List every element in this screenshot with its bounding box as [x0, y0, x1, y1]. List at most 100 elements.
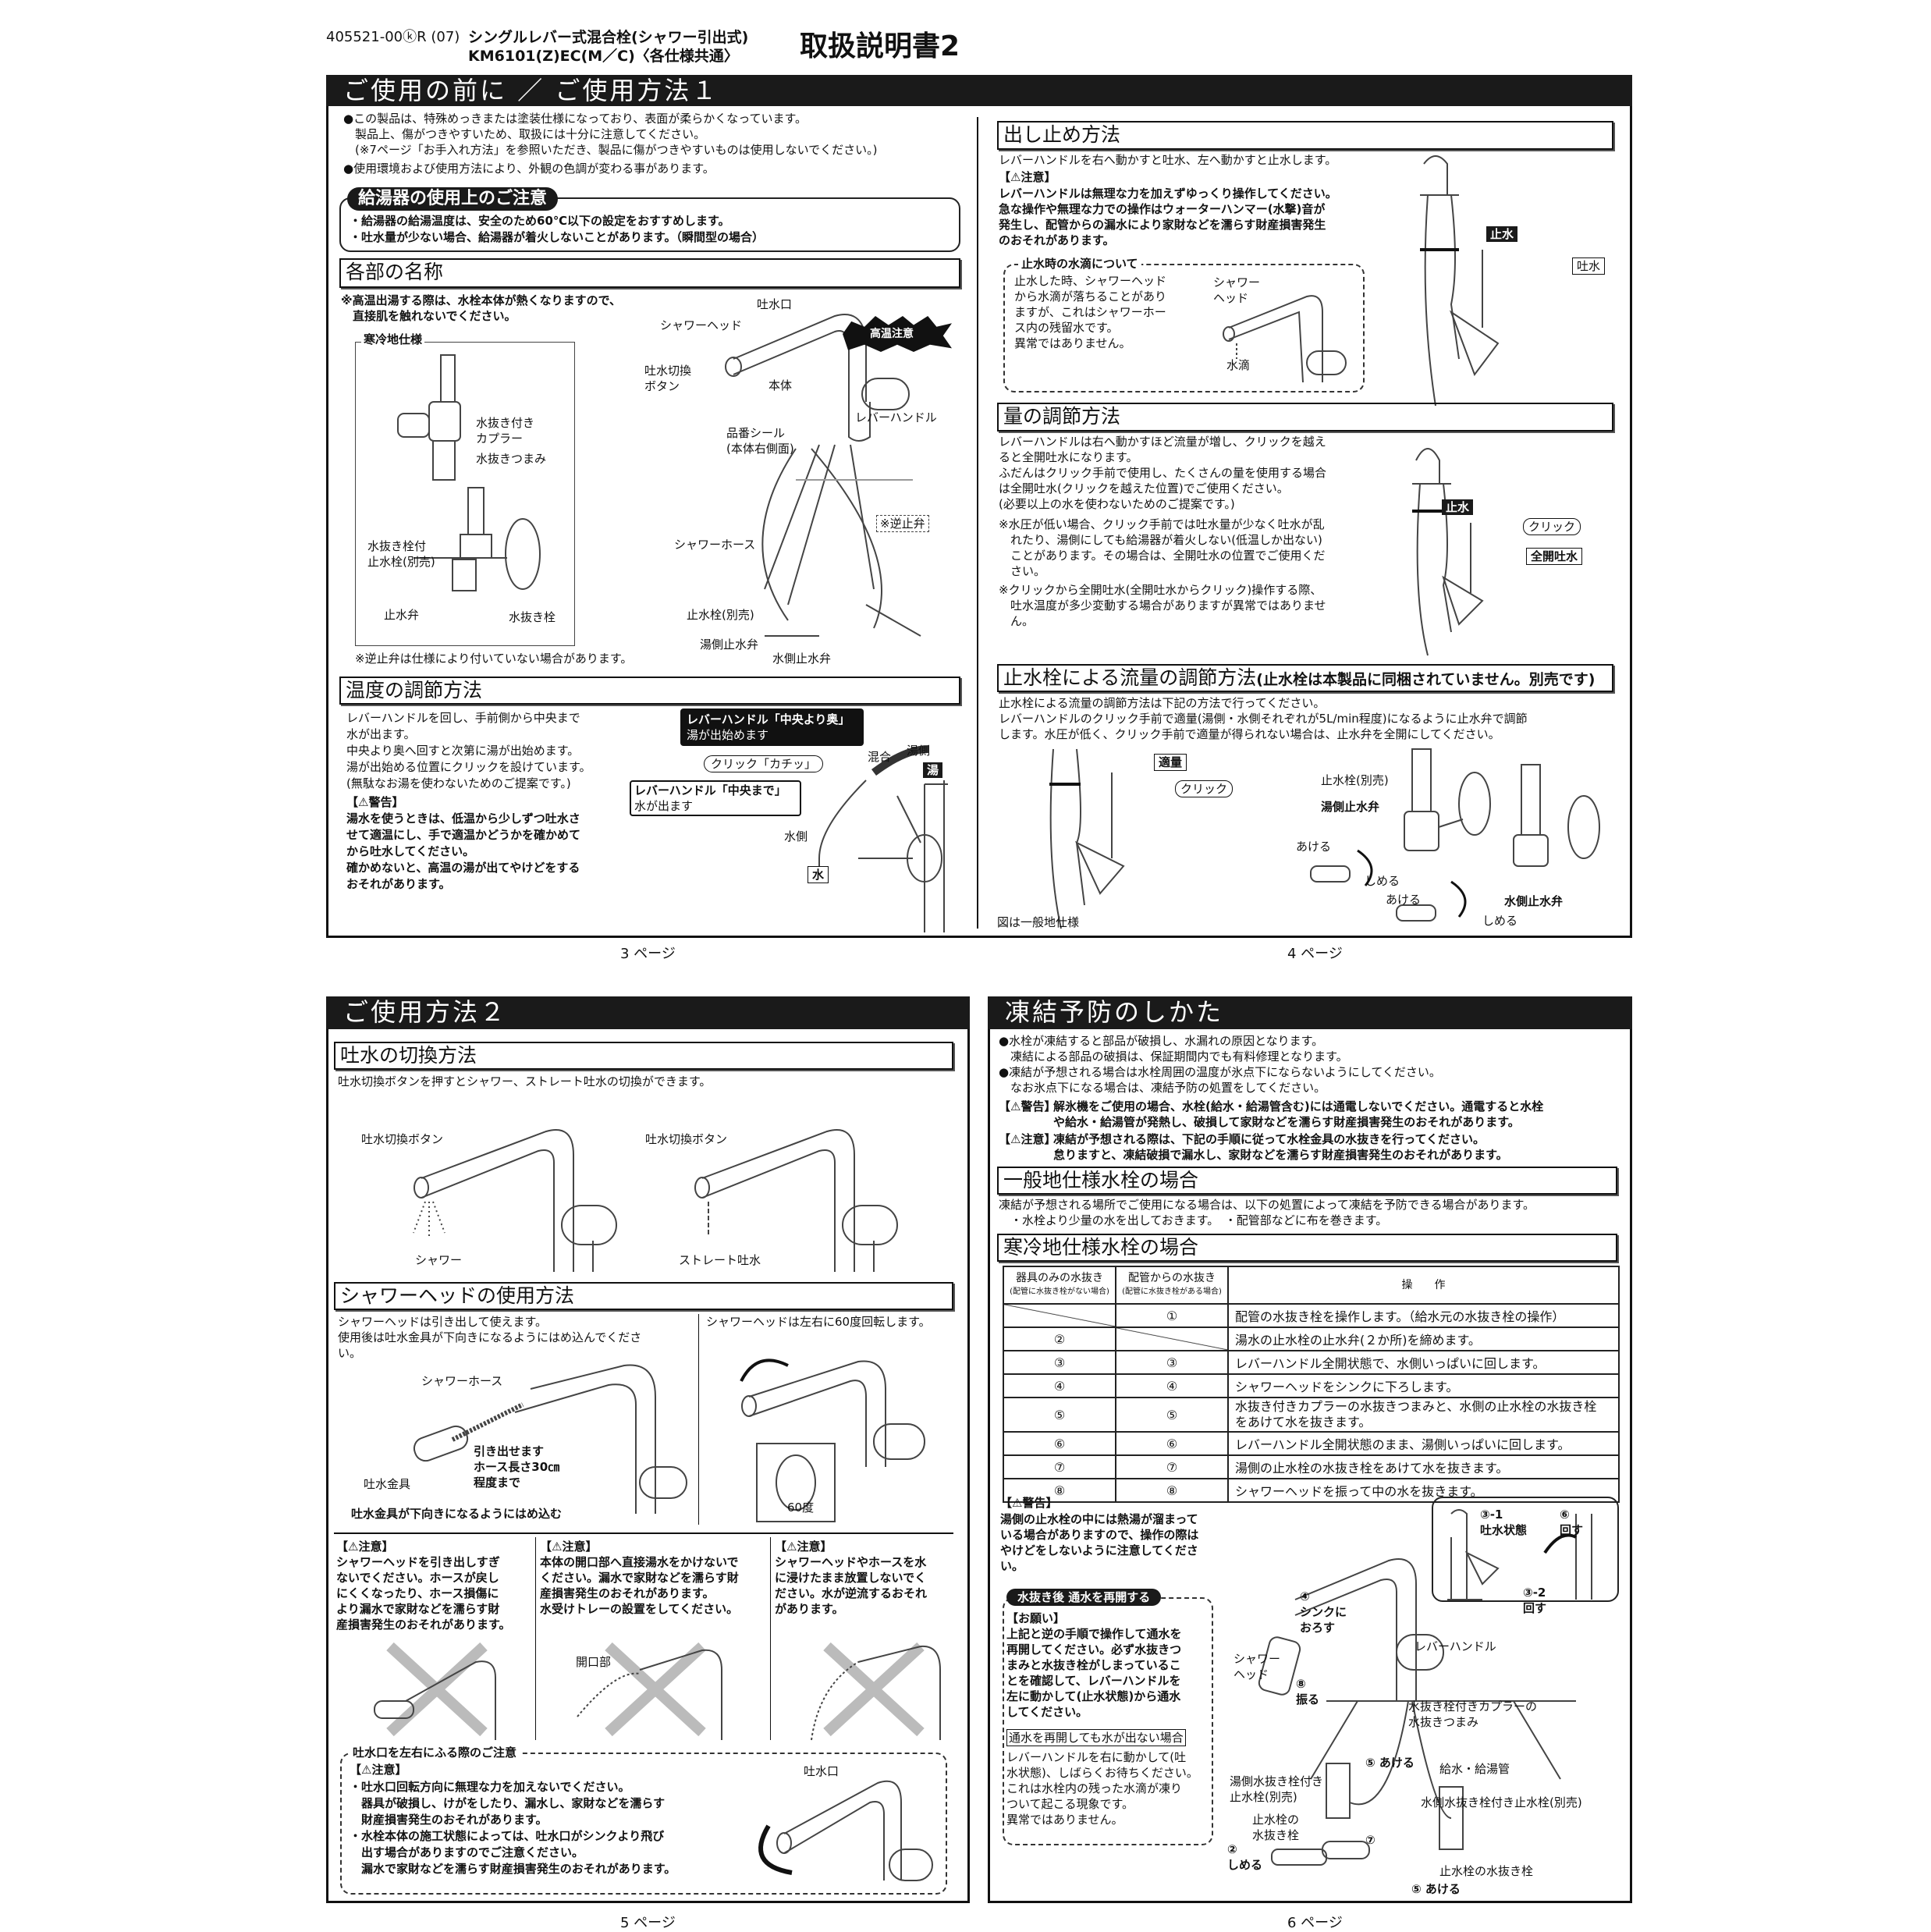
caution-pull-text: シャワーヘッドを引き出しすぎ ないでください。ホースが戻し にくくなったり、ホー… — [336, 1555, 511, 1632]
lever-detail-box — [1432, 1497, 1619, 1602]
caution-column-divider — [770, 1537, 771, 1740]
intro-bullet-1: ●この製品は、特殊めっきまたは塗装仕様になっており、表面が柔らかくなっています。… — [343, 112, 878, 157]
label-check-valve: ※逆止弁 — [876, 515, 929, 532]
cell-fixture-only: ⑧ — [1003, 1478, 1116, 1503]
cell-operation: レバーハンドル全開状態で、水側いっぱいに回します。 — [1227, 1350, 1620, 1375]
cell-fixture-only: ⑦ — [1003, 1454, 1116, 1479]
cell-from-pipe: ⑧ — [1115, 1478, 1229, 1503]
cell-operation: シャワーヘッドを振って中の水を抜きます。 — [1227, 1478, 1620, 1503]
caution-opening-text: 本体の開口部へ直接湯水をかけないで ください。漏水で家財などを濡らす財 産損害発… — [540, 1555, 739, 1616]
step-3-2-label: ③-2 回す — [1523, 1586, 1547, 1615]
no-water-text: レバーハンドルを右に動かして(吐 水状態)、しばらくお待ちください。 これは水栓… — [1006, 1750, 1198, 1827]
straight-mode-label: ストレート吐水 — [679, 1253, 761, 1267]
check-valve-footnote: ※逆止弁は仕様により付いていない場合があります。 — [355, 652, 633, 666]
cell-from-pipe — [1115, 1326, 1229, 1351]
caution-label: 【⚠注意】 — [775, 1540, 832, 1554]
flow-faucet-illustration — [1412, 448, 1484, 656]
valve-close-label: しめる — [1365, 874, 1400, 888]
column-divider — [698, 1314, 699, 1525]
caution-divider — [334, 1532, 953, 1534]
callout-click: クリック「カチッ」 — [704, 755, 824, 772]
cell-fixture-only: ② — [1003, 1326, 1116, 1351]
cell-from-pipe: ① — [1115, 1303, 1229, 1328]
cold-spec-illustration — [397, 354, 541, 591]
resume-water-title: 水抜き後 通水を再開する — [1006, 1589, 1162, 1606]
step-5-open-label: ⑤ あける — [1365, 1756, 1415, 1770]
cell-fixture-only: ③ — [1003, 1350, 1116, 1375]
col-header: 配管からの水抜き — [1128, 1272, 1216, 1284]
label-body: 本体 — [768, 378, 793, 392]
shower-head-text-right: シャワーヘッドは左右に60度回転します。 — [706, 1315, 931, 1329]
page-3-title: ご使用の前に ／ ご使用方法１ — [343, 76, 719, 105]
label-stop-valve: 止水弁 — [384, 608, 420, 622]
stop-valve-illustration — [1310, 748, 1600, 922]
swing-caution-title: 吐水口を左右にふる際のご注意 — [350, 1745, 520, 1760]
label-cold: 水 — [808, 866, 829, 883]
cell-operation: シャワーヘッドをシンクに下ろします。 — [1227, 1373, 1620, 1398]
page-5-title: ご使用方法２ — [343, 997, 508, 1027]
freeze-warning-text: 解氷機をご使用の場合、水栓(給水・給湯管含む)には通電しないでください。通電する… — [1053, 1099, 1544, 1129]
flow-stop-label: 止水 — [1442, 499, 1474, 515]
rotation-illustration — [740, 1358, 925, 1522]
step-3-1-label: ③-1 吐水状態 — [1480, 1508, 1528, 1537]
hot-surface-note: ※高温出湯する際は、水栓本体が熱くなりますので、 直接肌を触れないでください。 — [341, 293, 621, 323]
valve-faucet-illustration — [1049, 748, 1125, 929]
flow-full-label: 全開吐水 — [1526, 548, 1583, 565]
lever-label: レバーハンドル — [1415, 1639, 1496, 1653]
col-header: 操 作 — [1227, 1266, 1620, 1305]
callout-center-title: レバーハンドル「中央まで」 — [634, 783, 786, 797]
do-not-pull-illustration — [374, 1642, 496, 1740]
label-spout: 吐水口 — [757, 297, 793, 311]
page-5-title-bar: ご使用方法２ — [326, 996, 970, 1029]
shower-head-text-left: シャワーヘッドは引き出して使えます。 使用後は吐水金具が下向きになるようにはめ込… — [338, 1315, 642, 1360]
lever-rotation-illustration — [818, 745, 948, 932]
valve-cold-valve-label: 水側止水弁 — [1504, 894, 1564, 908]
label-cold-side: 水側 — [784, 829, 808, 843]
page-6-title: 凍結予防のしかた — [1005, 997, 1224, 1027]
label-lever: レバーハンドル — [855, 410, 937, 424]
switch-button-label: 吐水切換ボタン — [645, 1132, 728, 1146]
drip-head-label: シャワー ヘッド — [1213, 275, 1261, 305]
callout-back-text: 湯が出始めます — [687, 728, 769, 742]
pull-out-illustration — [413, 1364, 687, 1514]
section-title-on-off: 出し止め方法 — [997, 121, 1613, 150]
flow-note-2: ※クリックから全開吐水(全開吐水からクリック)操作する際、 吐水温度が多少変動す… — [999, 583, 1326, 628]
section-title-switch: 吐水の切換方法 — [334, 1042, 953, 1070]
shower-head-label: シャワー ヘッド — [1233, 1652, 1281, 1682]
supply-pipe-label: 給水・給湯管 — [1439, 1762, 1510, 1776]
cell-operation: 湯側の止水栓の水抜き栓をあけて水を抜きます。 — [1227, 1454, 1620, 1479]
section-title-parts: 各部の名称 — [339, 258, 960, 288]
col-header: 器具のみの水抜き — [1016, 1272, 1103, 1284]
step-6-label: ⑥ 回す — [1560, 1508, 1584, 1537]
valve-stop-valve-label: 止水栓(別売) — [1321, 773, 1389, 787]
proper-amount-label: 適量 — [1154, 754, 1187, 771]
freeze-caution-text: 凍結が予想される際は、下記の手順に従って水栓金具の水抜きを行ってください。 怠り… — [1053, 1132, 1508, 1162]
page-divider — [977, 117, 978, 929]
cold-spec-title: 寒冷地仕様 — [361, 332, 425, 347]
discharge-label: 吐水 — [1572, 257, 1606, 275]
temperature-warning-text: 湯水を使うときは、低温から少しずつ吐水さ せて適温にし、手で適温かどうかを確かめ… — [346, 812, 581, 891]
drip-note-title: 止水時の水滴について — [1018, 256, 1141, 272]
section-title-shower-head: シャワーヘッドの使用方法 — [334, 1282, 953, 1310]
doc-code: 405521-00ⓚR (07) — [326, 29, 460, 45]
cold-spec-box — [355, 342, 575, 646]
table-header-row: 器具のみの水抜き(配管に水抜き栓がない場合) 配管からの水抜き(配管に水抜き栓が… — [1003, 1266, 1620, 1305]
cell-fixture-only: ⑥ — [1003, 1431, 1116, 1456]
col-header-note: (配管に水抜き栓がある場合) — [1122, 1287, 1222, 1296]
swing-caution-text: ・吐水口回転方向に無理な力を加えないでください。 器具が破損し、けがをしたり、漏… — [350, 1780, 676, 1876]
cell-from-pipe: ③ — [1115, 1350, 1229, 1375]
drip-label: 水滴 — [1226, 358, 1251, 372]
resume-request-text: 上記と逆の手順で操作して通水を 再開してください。必ず水抜きつ まみと水抜き栓が… — [1006, 1627, 1182, 1719]
label-stop-valve-sold: 止水栓(別売) — [687, 608, 754, 622]
cell-operation: 湯水の止水栓の止水弁(２か所)を締めます。 — [1227, 1326, 1620, 1351]
drain-procedure-table: 器具のみの水抜き(配管に水抜き栓がない場合) 配管からの水抜き(配管に水抜き栓が… — [1003, 1266, 1620, 1503]
step-7-label: ⑦ — [1365, 1833, 1375, 1847]
cell-operation: レバーハンドル全開状態のまま、湯側いっぱいに回します。 — [1227, 1431, 1620, 1456]
heater-caution-title: 給湯器の使用上のご注意 — [347, 187, 559, 211]
swing-caution-box — [340, 1753, 947, 1895]
freeze-caution-label: 【⚠注意】 — [999, 1132, 1056, 1146]
page-number-6: 6 ページ — [1287, 1915, 1343, 1931]
